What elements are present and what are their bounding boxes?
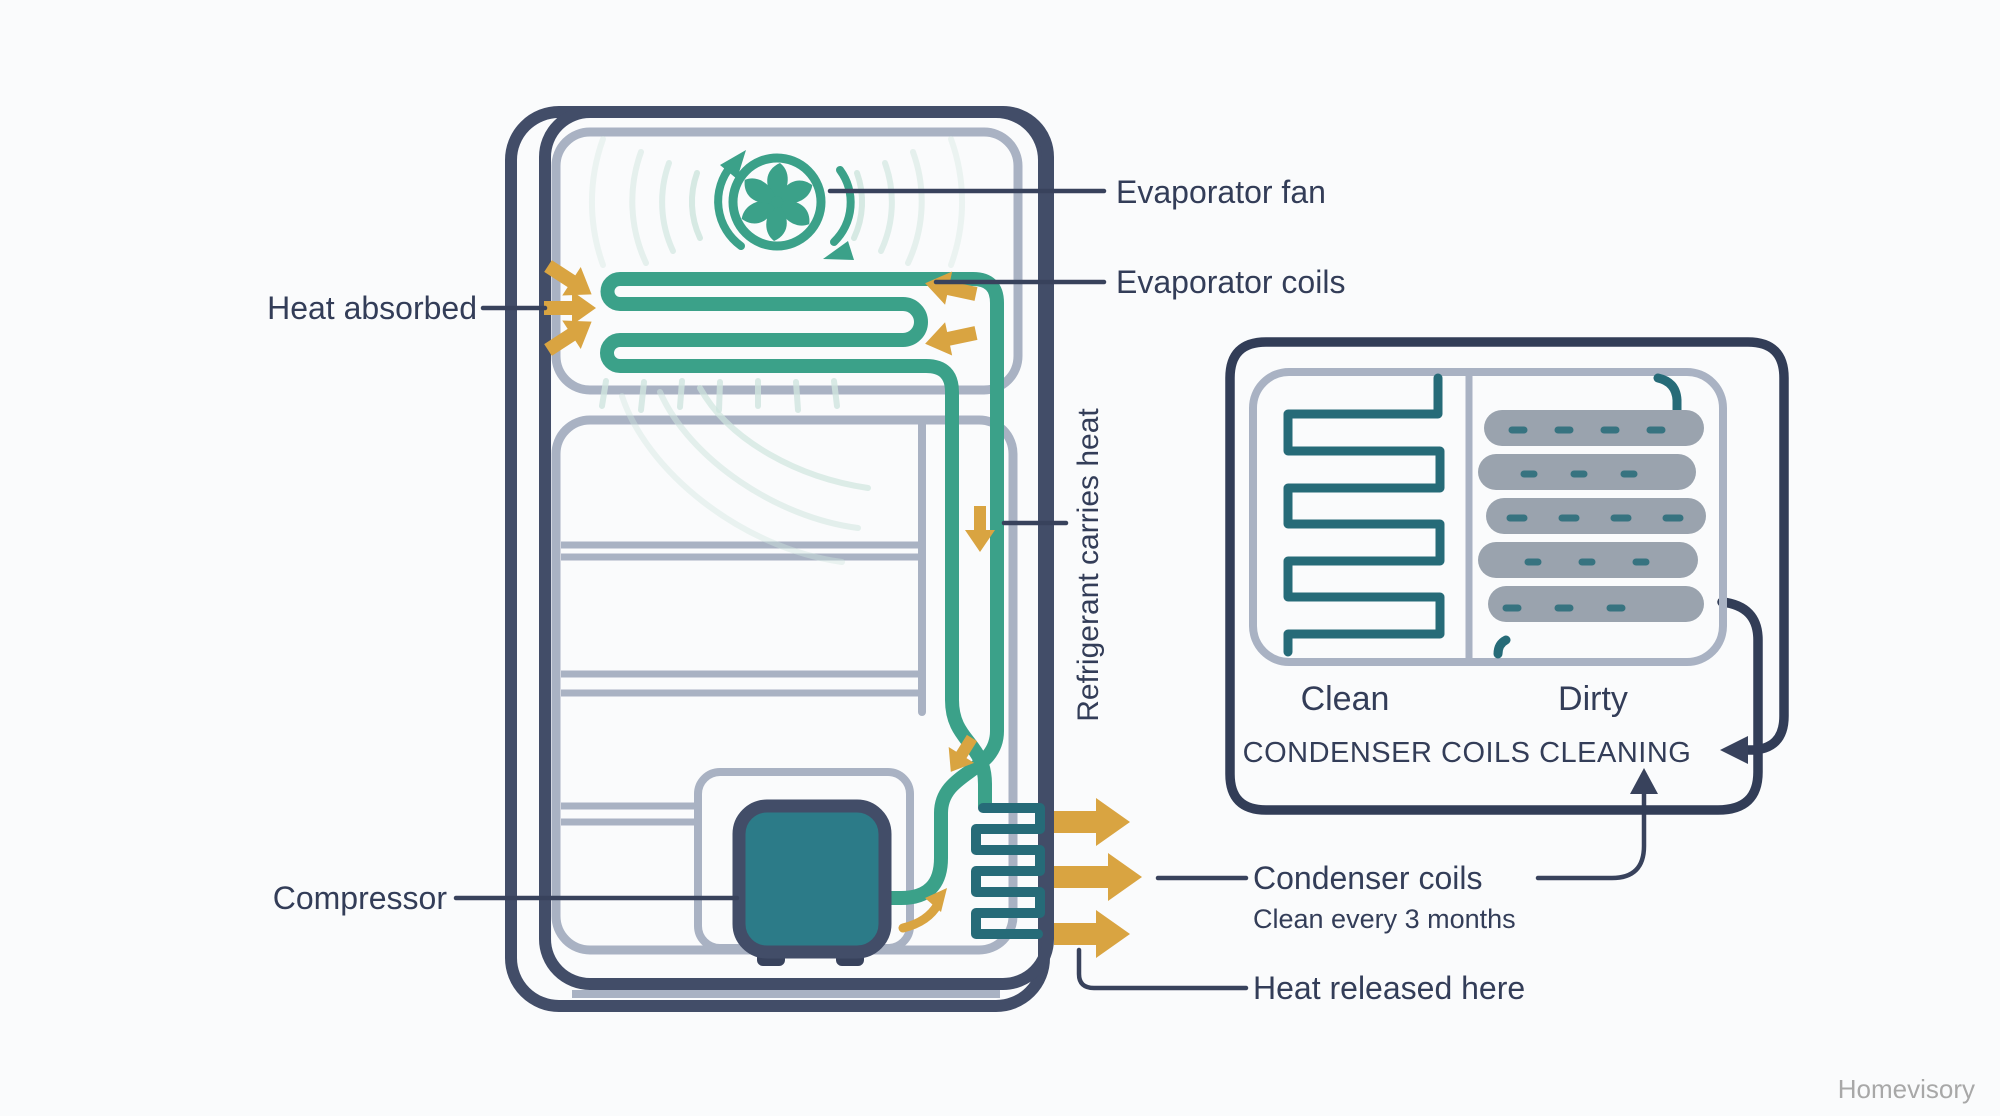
inset-caption: CONDENSER COILS CLEANING	[1243, 737, 1692, 769]
left-arrowhead-icon	[1720, 736, 1748, 764]
leader-lines	[453, 188, 1658, 991]
fridge-outline	[505, 106, 1054, 1012]
inset-inner-box	[1249, 368, 1727, 666]
label-compressor: Compressor	[273, 880, 448, 916]
heat-out-arrow-icon	[1054, 798, 1130, 846]
dirty-coil-icon	[1478, 373, 1706, 659]
airflow-arcs	[588, 136, 966, 268]
heat-out-arrow-icon	[1054, 910, 1130, 958]
heat-arrows	[544, 260, 1142, 958]
label-heat-absorbed: Heat absorbed	[267, 290, 477, 326]
clean-label: Clean	[1301, 680, 1390, 718]
up-arrowhead-icon	[1630, 768, 1658, 794]
cold-air-streaks	[599, 378, 840, 413]
label-condenser-coils: Condenser coils	[1253, 860, 1482, 896]
rotation-arrow-left	[714, 162, 745, 250]
flow-down-arrow-icon	[948, 734, 978, 772]
flow-down-arrow-icon	[965, 506, 995, 552]
watermark: Homevisory	[1838, 1074, 1975, 1104]
label-condenser-note: Clean every 3 months	[1253, 904, 1516, 934]
label-evaporator-fan: Evaporator fan	[1116, 174, 1326, 210]
fridge-outer-shell-front	[539, 106, 1054, 990]
heat-out-arrow-icon	[1054, 853, 1142, 901]
rotation-arrow-right	[830, 166, 855, 246]
leader-heat-released	[1076, 947, 1249, 991]
dirty-label: Dirty	[1558, 680, 1628, 718]
inset-border-arrow-loop	[1225, 337, 1789, 815]
fan-blades-icon	[741, 163, 813, 241]
rotation-arrowhead-up-icon	[720, 150, 746, 179]
label-refrigerant-carries-heat: Refrigerant carries heat	[1072, 408, 1105, 722]
rotation-arrowhead-down-icon	[823, 241, 854, 260]
labels: Evaporator fan Evaporator coils Heat abs…	[267, 174, 1525, 1006]
flow-curve-arrowhead-icon	[925, 888, 947, 912]
label-heat-released: Heat released here	[1253, 970, 1525, 1006]
heat-in-arrow-icon	[544, 260, 592, 296]
compartment-air-arcs	[619, 385, 871, 565]
label-evaporator-coils: Evaporator coils	[1116, 264, 1345, 300]
condenser-coil	[971, 803, 1045, 939]
compressor-body	[732, 799, 892, 959]
heat-in-arrow-icon	[544, 320, 592, 356]
evaporator-coil-and-refrigerant-tube	[600, 272, 1004, 905]
clean-coil-icon	[1283, 373, 1445, 657]
evaporator-fan-icon	[714, 150, 855, 260]
freezer-box	[551, 127, 1023, 395]
heat-in-arrow-icon	[544, 291, 596, 325]
heat-in-arrow-icon	[925, 322, 978, 356]
inset-panel: Clean Dirty CONDENSER COILS CLEANING	[1225, 337, 1789, 815]
connector-condenser-to-caption	[1535, 789, 1647, 881]
freezer-compartment	[551, 127, 1023, 395]
compressor-icon	[732, 799, 892, 966]
